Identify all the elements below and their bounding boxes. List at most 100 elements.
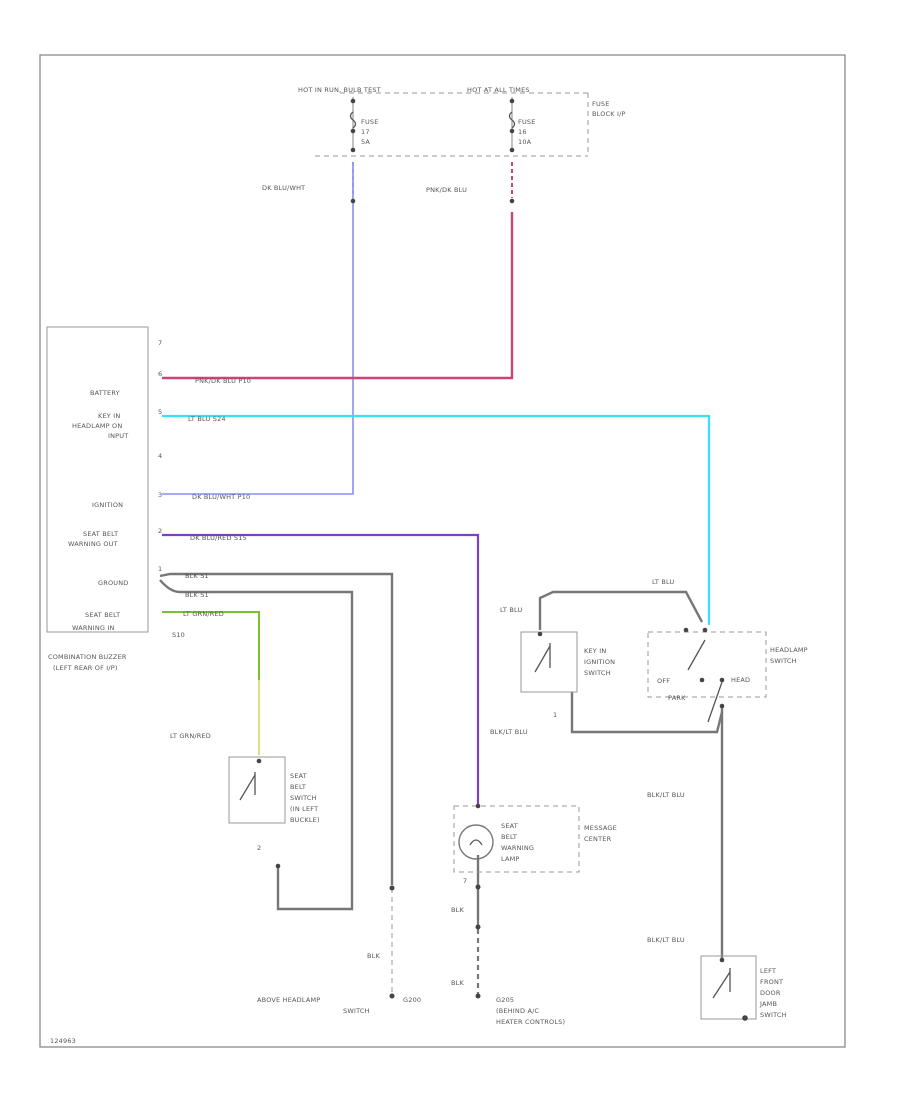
diagram-border [39,54,846,1048]
pin-number-6: 6 [158,370,162,378]
hot-at-all-times-label: HOT AT ALL TIMES [467,86,530,94]
wire-label-lt-blu-left: LT BLU [500,606,523,614]
wire-dk-blu-red [162,533,480,805]
message-center-label-2: CENTER [584,835,612,843]
wire-blk-s1-upper [159,572,394,885]
pin-label-seat-belt-2: SEAT BELT [85,611,120,619]
wire-blk-s1-lower [159,579,354,911]
wire-label-s10: S10 [172,631,185,639]
wire-label-lt-blu: LT BLU S24 [188,415,226,423]
door-switch-label-2: FRONT [760,978,783,986]
g200-label: G200 [403,996,421,1004]
pin-label-battery: BATTERY [90,389,120,397]
wire-blk-lt-blu-loop [570,692,724,734]
wire-lt-blu-gray-top [538,590,704,630]
wire-lt-blu [162,414,711,625]
wire-label-warning: DK BLU/RED S15 [190,534,247,542]
g205-caption-2: HEATER CONTROLS) [496,1018,565,1026]
wire-label-battery: PNK/DK BLU P10 [195,377,251,385]
buzzer-caption-2: (LEFT REAR OF I/P) [53,664,118,672]
key-in-ignition-switch: LT BLU LT BLU KEY IN IGNITION SWITCH 1 B… [490,578,675,736]
fuse-b-label-2: 16 [518,128,527,136]
wire-label-dk-blu-wht-top: DK BLU/WHT [262,184,305,192]
lamp-pin: 7 [463,877,467,885]
fuse-b-symbol [508,111,516,129]
pin-label-key-in: KEY IN [98,412,120,420]
fuse-b-label-3: 10A [518,138,532,146]
buzzer-caption-1: COMBINATION BUZZER [48,653,127,661]
fuse-a-label-3: 5A [361,138,370,146]
pin-number-3: 3 [158,491,162,499]
wire-label-blk-lt-blu-3: BLK/LT BLU [647,936,685,944]
pin-label-seat-belt: SEAT BELT [83,530,118,538]
hot-in-run-label: HOT IN RUN, BULB TEST [298,86,381,94]
wire-label-lt-grn-red-2: LT GRN/RED [170,732,211,740]
wire-label-blk-1: BLK S1 [185,572,209,580]
wire-dk-blu-wht [162,162,354,495]
ground-g200: BLK G200 ABOVE HEADLAMP SWITCH [257,952,421,1015]
key-in-switch-pin: 1 [553,711,557,719]
lamp-label-1: SEAT [501,822,518,830]
wire-label-blk-lt-blu-2: BLK/LT BLU [647,791,685,799]
key-in-switch-label-2: IGNITION [584,658,615,666]
headlamp-switch-label-1: HEADLAMP [770,646,808,654]
fuse-b-label-1: FUSE [518,118,536,126]
fuse-block-label-1: FUSE [592,100,610,108]
wire-label-lt-grn-red: LT GRN/RED [183,610,224,618]
pin-number-4: 4 [158,452,162,460]
seat-belt-switch-label-1: SEAT [290,772,307,780]
door-jamb-switch: LEFT FRONT DOOR JAMB SWITCH [700,955,787,1021]
g205-caption-1: (BEHIND A/C [496,1007,539,1015]
seat-belt-switch-label-2: BELT [290,783,306,791]
headlamp-switch-label-2: SWITCH [770,657,797,665]
pin-number-1: 1 [158,565,162,573]
seat-belt-switch-label-5: BUCKLE) [290,816,320,824]
headlamp-position-off: OFF [657,677,670,685]
seat-belt-switch-pin: 2 [257,844,261,852]
pin-number-5: 5 [158,408,162,416]
door-switch-label-4: JAMB [759,1000,777,1008]
pin-label-warning-out: WARNING OUT [68,540,118,548]
door-switch-label-3: DOOR [760,989,781,997]
message-center-label-1: MESSAGE [584,824,617,832]
pin-label-ignition: IGNITION [92,501,123,509]
pin-label-ground: GROUND [98,579,129,587]
wire-label-blk-lt-blu-1: BLK/LT BLU [490,728,528,736]
wire-label-blk-b: BLK [451,906,464,914]
wire-pnk-dk-blu [162,212,514,380]
fuse-block-label-2: BLOCK I/P [592,110,626,118]
combination-buzzer: BATTERY KEY IN HEADLAMP ON INPUT IGNITIO… [46,326,162,672]
headlamp-switch: HEADLAMP SWITCH OFF PARK HEAD [647,627,808,723]
headlamp-position-park: PARK [668,694,686,702]
key-in-switch-label-1: KEY IN [584,647,606,655]
wire-label-ignition: DK BLU/WHT P10 [192,493,250,501]
fuse-a-symbol [349,111,357,129]
wire-label-blk-c: BLK [451,979,464,987]
seat-belt-switch: LT GRN/RED SEAT BELT SWITCH (IN LEFT BUC… [170,732,320,869]
wire-label-blk-a: BLK [367,952,380,960]
wire-label-pnk-dk-blu-top: PNK/DK BLU [426,186,467,194]
figure-id: 124963 [50,1037,76,1045]
door-switch-label-1: LEFT [760,967,776,975]
fuse-block: HOT IN RUN, BULB TEST HOT AT ALL TIMES F… [298,86,626,157]
lamp-label-4: LAMP [501,855,520,863]
seat-belt-warning-lamp: SEAT BELT WARNING LAMP MESSAGE CENTER 7 [453,803,617,885]
lamp-label-3: WARNING [501,844,534,852]
seat-belt-switch-label-4: (IN LEFT [290,805,318,813]
wire-label-lt-blu-top: LT BLU [652,578,675,586]
g200-caption-1: ABOVE HEADLAMP [257,996,320,1004]
lamp-label-2: BELT [501,833,517,841]
fuse-a-label-2: 17 [361,128,370,136]
g205-label: G205 [496,996,514,1004]
key-in-switch-label-3: SWITCH [584,669,611,677]
fuse-a-label-1: FUSE [361,118,379,126]
door-switch-label-5: SWITCH [760,1011,787,1019]
pin-label-warning-in: WARNING IN [72,624,115,632]
wire-lt-grn-red-a [162,611,260,680]
ground-g205: BLK BLK G205 (BEHIND A/C HEATER CONTROLS… [451,906,565,1026]
headlamp-position-head: HEAD [731,676,750,684]
pin-label-input: INPUT [108,432,128,440]
pin-label-headlamp-on: HEADLAMP ON [72,422,122,430]
g200-caption-2: SWITCH [343,1007,370,1015]
